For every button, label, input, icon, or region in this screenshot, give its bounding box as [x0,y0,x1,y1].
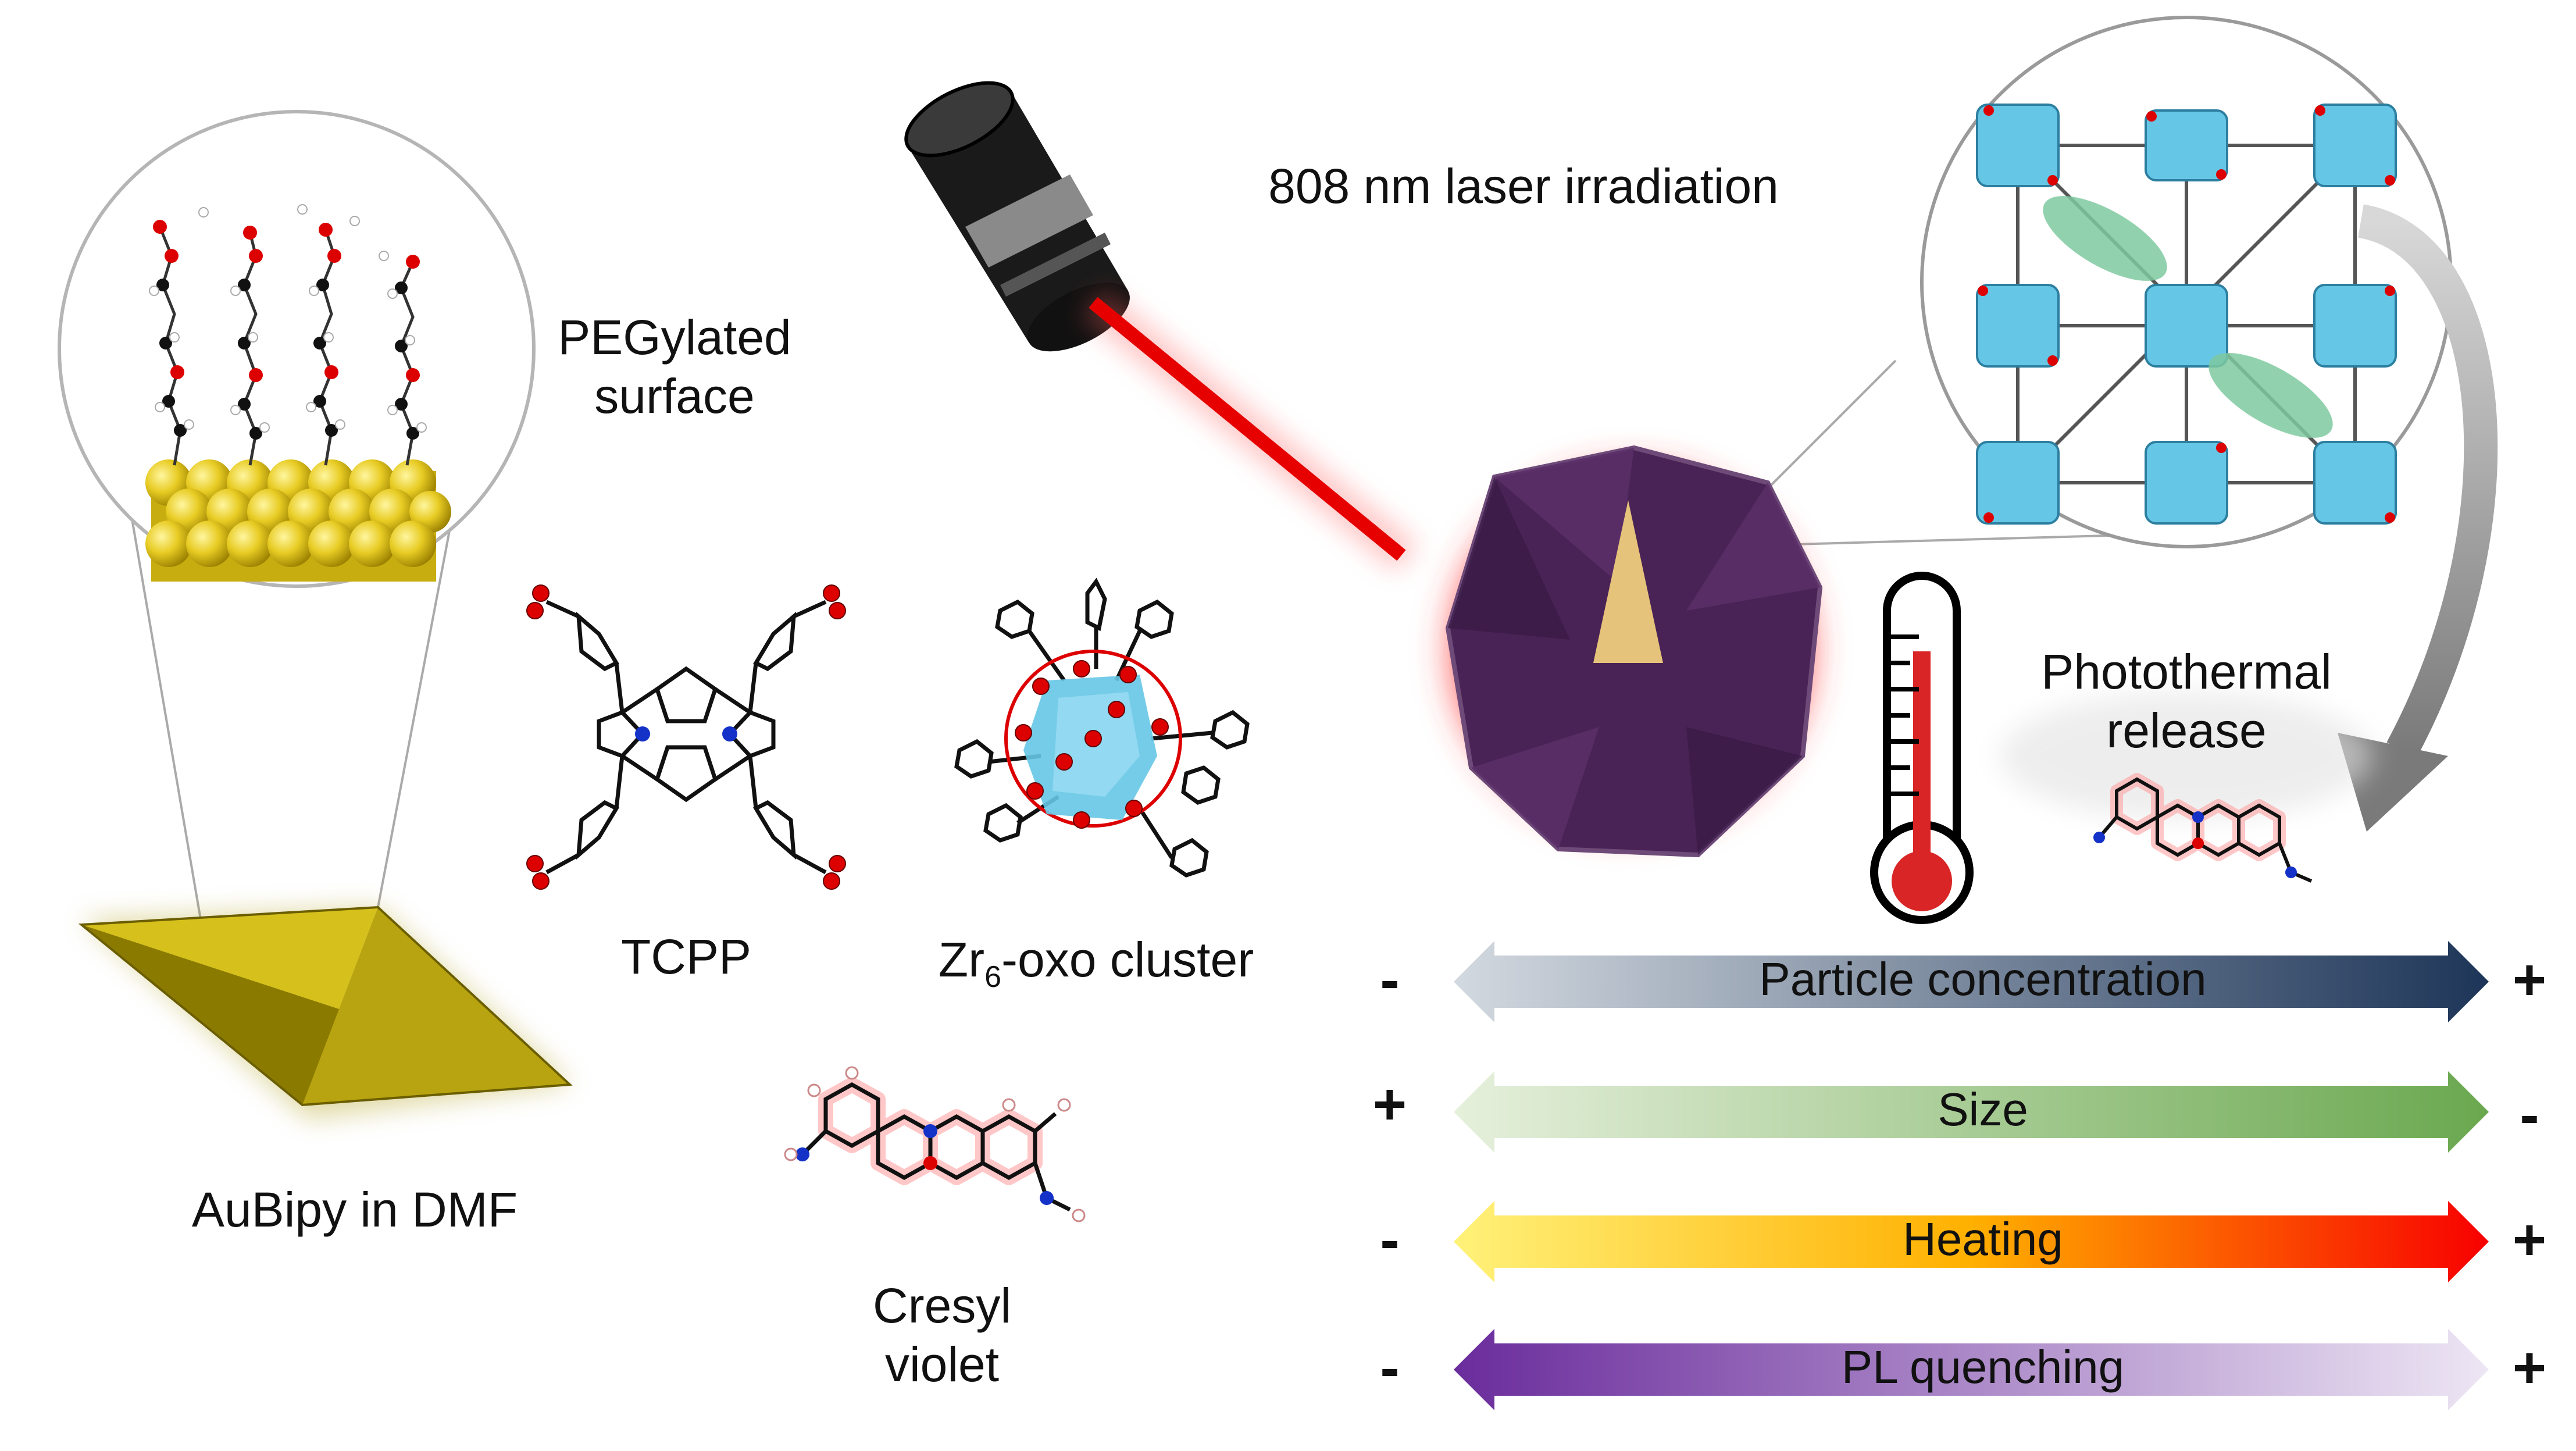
cresyl-violet-label: Cresyl violet [826,1277,1058,1394]
scale-sign-left-size: + [1372,1072,1407,1137]
scale-sign-right-particle-concentration: + [2512,947,2547,1013]
scale-label-pl-quenching: PL quenching [1841,1341,2125,1393]
cresyl-violet-line1: Cresyl [872,1278,1011,1333]
scale-arrow-heating [1454,1201,2489,1282]
scale-label-size: Size [1938,1083,2028,1135]
scale-arrow-size [1454,1071,2489,1153]
scale-sign-left-pl-quenching: - [1380,1335,1400,1400]
photothermal-line2: release [2106,703,2267,758]
zr6-oxo-cluster [954,577,1250,878]
scale-label-heating: Heating [1903,1213,2063,1265]
zr-subscript: 6 [984,960,1002,994]
tcpp-label: TCPP [620,929,752,984]
pegylated-label-line2: surface [594,368,755,423]
gold-surface [145,459,451,582]
photothermal-line1: Photothermal [2041,644,2332,699]
zr-suffix: -oxo cluster [1001,932,1254,987]
photothermal-release-label: Photothermal release [2012,643,2361,760]
laser-beam [1082,288,1418,572]
thermometer-icon [1870,572,1974,924]
aubipy-bipyramid [78,905,573,1120]
cresyl-violet-line2: violet [884,1336,1000,1392]
scale-sign-left-heating: - [1380,1207,1400,1272]
scale-sign-right-heating: + [2512,1207,2547,1272]
released-dye-molecule [2000,692,2372,883]
cresyl-violet-molecule [784,1066,1086,1222]
scale-arrow-pl-quenching [1454,1329,2489,1410]
zr-prefix: Zr [938,932,985,987]
aubipy-label: AuBipy in DMF [191,1182,518,1237]
mof-particle [1430,445,1832,858]
tcpp-molecule [526,584,846,890]
scale-sign-right-size: - [2520,1082,2539,1147]
pegylated-surface-zoom [58,110,536,937]
pegylated-label-line1: PEGylated [558,310,791,365]
mof-structure-zoom [1708,16,2453,548]
scale-sign-left-particle-concentration: - [1380,947,1400,1013]
peg-atoms [149,204,427,440]
pegylated-label: PEGylated surface [541,308,808,426]
scale-sign-right-pl-quenching: + [2512,1335,2547,1400]
laser-label: 808 nm laser irradiation [1268,159,1779,213]
scale-label-particle-concentration: Particle concentration [1759,953,2207,1005]
scale-arrow-particle-concentration [1454,941,2489,1022]
zr6-oxo-cluster-label: Zr6-oxo cluster [907,931,1285,995]
